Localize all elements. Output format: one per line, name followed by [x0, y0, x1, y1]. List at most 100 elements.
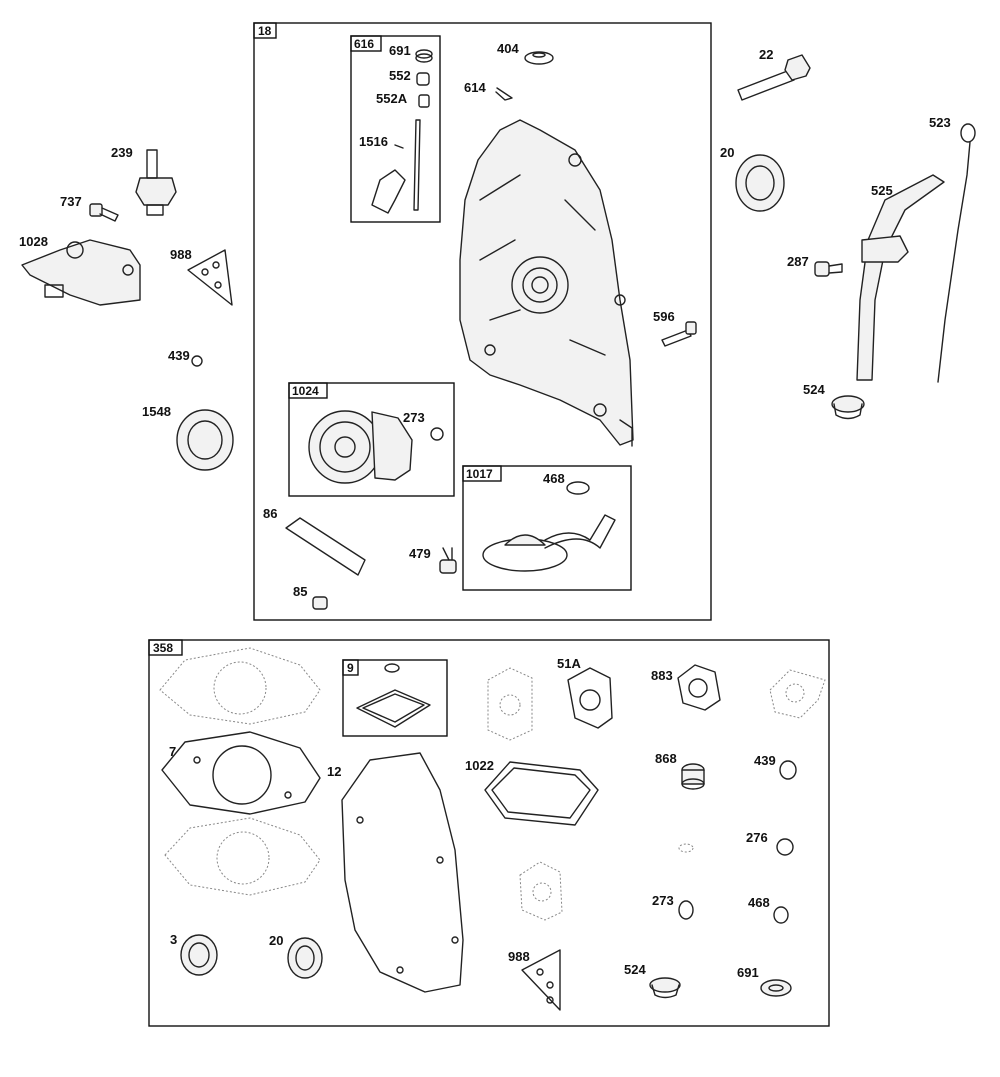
- oring-439-top-drawing: [191, 355, 203, 367]
- head-gasket-ghost-bottom: [164, 817, 321, 896]
- part-label-287: 287: [787, 254, 809, 269]
- part-label-596: 596: [653, 309, 675, 324]
- part-label-468-bottom: 468: [748, 895, 770, 910]
- part-label-439-top: 439: [168, 348, 190, 363]
- gasket-ghost-mid-top: [487, 667, 533, 741]
- part-label-737: 737: [60, 194, 82, 209]
- gasket-ghost-right: [769, 669, 826, 719]
- gasket-set-9-drawing: [356, 663, 431, 728]
- oil-seal-20-drawing: [735, 154, 785, 212]
- part-label-51a: 51A: [557, 656, 581, 671]
- part-label-523: 523: [929, 115, 951, 130]
- part-label-439-bottom: 439: [754, 753, 776, 768]
- part-label-22: 22: [759, 47, 773, 62]
- part-label-20-top: 20: [720, 145, 734, 160]
- group-1024-frame: [288, 382, 455, 497]
- bolt-22-drawing: [737, 54, 811, 101]
- group-1024-tag: [288, 382, 328, 399]
- part-label-552: 552: [389, 68, 411, 83]
- gasket-51A-drawing: [567, 667, 613, 729]
- part-label-988-top: 988: [170, 247, 192, 262]
- part-label-3: 3: [170, 932, 177, 947]
- group-9-frame: [342, 659, 448, 737]
- gasket-988-top-drawing: [187, 249, 233, 306]
- bolt-737-drawing: [89, 203, 119, 222]
- group-616: 616: [350, 35, 441, 223]
- part-label-20-bottom: 20: [269, 933, 283, 948]
- group-1017-frame: [462, 465, 632, 591]
- group-358-label: 358: [153, 641, 173, 655]
- part-label-86: 86: [263, 506, 277, 521]
- part-label-691: 691: [389, 43, 411, 58]
- group-9: 9: [342, 659, 448, 737]
- part-label-1548: 1548: [142, 404, 171, 419]
- seal-691-bottom-drawing: [760, 979, 792, 997]
- gasket-1022-drawing: [484, 761, 599, 826]
- part-label-1028: 1028: [19, 234, 48, 249]
- part-label-273-top: 273: [403, 410, 425, 425]
- oring-468-bottom-drawing: [773, 906, 789, 924]
- group-1017-label: 1017: [466, 467, 493, 481]
- oring-273-top-drawing: [430, 427, 444, 441]
- part-label-691-bottom: 691: [737, 965, 759, 980]
- part-label-525: 525: [871, 183, 893, 198]
- cap-524-top-drawing: [831, 395, 865, 420]
- group-358-frame: [148, 639, 830, 1027]
- cap-524-bottom-drawing: [649, 977, 681, 999]
- part-label-404: 404: [497, 41, 519, 56]
- ghost-washer-drawing: [678, 843, 694, 853]
- governor-assembly-drawing: [371, 49, 433, 214]
- seal-1548-drawing: [176, 409, 234, 471]
- group-358: 358: [148, 639, 830, 1027]
- gasket-988-bottom-drawing: [521, 949, 561, 1011]
- bolt-287-drawing: [814, 261, 843, 277]
- oring-273-bottom-drawing: [678, 900, 694, 920]
- group-1017-tag: [462, 465, 502, 482]
- part-label-868: 868: [655, 751, 677, 766]
- gasket-883-drawing: [677, 664, 721, 711]
- part-label-883: 883: [651, 668, 673, 683]
- head-gasket-7-drawing: [161, 731, 321, 815]
- gasket-86-drawing: [285, 517, 366, 576]
- part-label-468-top: 468: [543, 471, 565, 486]
- crankcase-cover-drawing: [459, 119, 634, 447]
- part-label-7: 7: [169, 744, 176, 759]
- gasket-ghost-mid-bottom: [519, 861, 563, 921]
- dipstick-tube-525-drawing: [856, 174, 945, 381]
- group-18-label: 18: [258, 24, 272, 38]
- part-label-239: 239: [111, 145, 133, 160]
- group-616-label: 616: [354, 37, 374, 51]
- group-18: 18: [253, 22, 712, 621]
- group-18-tag: [253, 22, 277, 39]
- part-label-276: 276: [746, 830, 768, 845]
- breather-1028-drawing: [21, 239, 141, 306]
- oil-pump-1024-drawing: [308, 410, 413, 484]
- part-label-524-bottom: 524: [624, 962, 646, 977]
- clip-614-drawing: [495, 87, 513, 101]
- part-label-988-bottom: 988: [508, 949, 530, 964]
- part-label-85: 85: [293, 584, 307, 599]
- group-616-tag: [350, 35, 382, 52]
- washer-276-drawing: [776, 838, 794, 856]
- part-label-1022: 1022: [465, 758, 494, 773]
- part-label-273-bottom: 273: [652, 893, 674, 908]
- oring-439-bottom-drawing: [779, 760, 797, 780]
- group-18-frame: [253, 22, 712, 621]
- head-gasket-ghost-top: [159, 647, 321, 725]
- part-label-1516: 1516: [359, 134, 388, 149]
- dipstick-523-drawing: [937, 123, 976, 383]
- group-9-tag: [342, 659, 359, 676]
- part-label-12: 12: [327, 764, 341, 779]
- part-label-614: 614: [464, 80, 486, 95]
- part-label-552a: 552A: [376, 91, 408, 106]
- part-label-479: 479: [409, 546, 431, 561]
- bolt-596-drawing: [661, 321, 697, 347]
- group-358-tag: [148, 639, 183, 656]
- washer-404-drawing: [524, 51, 554, 65]
- group-9-label: 9: [347, 661, 354, 675]
- washer-404-hole: [532, 52, 546, 58]
- group-1024: 1024: [288, 382, 455, 497]
- seal-3-drawing: [180, 934, 218, 976]
